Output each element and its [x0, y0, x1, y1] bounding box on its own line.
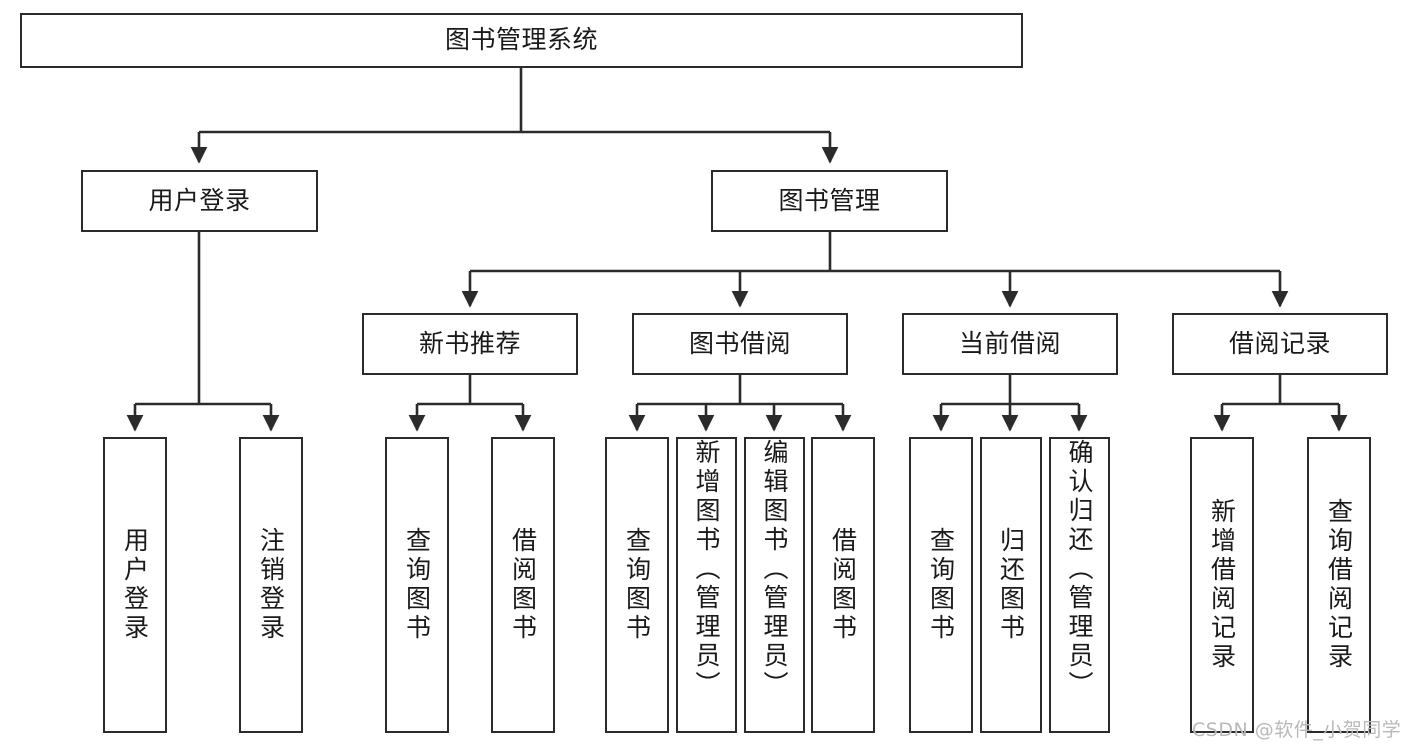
leaf-edit-book-admin[interactable]: 编辑图书（管理员） [744, 437, 805, 733]
watermark-csdn: CSDN @软件_小贺同学 [1192, 719, 1402, 741]
leaf-borrow-book-rec[interactable]: 借阅图书 [491, 437, 555, 733]
node-label: 当前借阅 [958, 328, 1061, 358]
leaf-query-book-current[interactable]: 查询图书 [909, 437, 973, 733]
node-label: 用户登录 [120, 527, 150, 643]
node-label: 归还图书 [996, 527, 1026, 643]
node-book-borrowing[interactable]: 图书借阅 [632, 313, 848, 375]
leaf-add-book-admin[interactable]: 新增图书（管理员） [676, 437, 737, 733]
node-new-book-recommendation[interactable]: 新书推荐 [362, 313, 578, 375]
node-label: 图书借阅 [688, 328, 791, 358]
node-borrowing-records[interactable]: 借阅记录 [1172, 313, 1388, 375]
leaf-user-logout[interactable]: 注销登录 [239, 437, 303, 733]
leaf-query-book-borrow[interactable]: 查询图书 [605, 437, 669, 733]
node-label: 新书推荐 [418, 328, 521, 358]
node-label: 用户登录 [148, 185, 251, 215]
leaf-user-login[interactable]: 用户登录 [103, 437, 167, 733]
node-book-management[interactable]: 图书管理 [711, 170, 948, 232]
node-user-login[interactable]: 用户登录 [81, 170, 318, 232]
leaf-confirm-return-admin[interactable]: 确认归还（管理员） [1049, 437, 1110, 733]
node-root-book-management-system[interactable]: 图书管理系统 [20, 13, 1023, 68]
node-label: 借阅图书 [508, 527, 538, 643]
node-label: 借阅记录 [1228, 328, 1331, 358]
node-label: 查询借阅记录 [1324, 498, 1354, 672]
node-label: 借阅图书 [828, 527, 858, 643]
leaf-query-borrow-record[interactable]: 查询借阅记录 [1307, 437, 1371, 733]
node-label: 新增借阅记录 [1207, 498, 1237, 672]
node-label: 编辑图书（管理员） [760, 439, 789, 700]
node-label: 确认归还（管理员） [1065, 439, 1094, 700]
node-label: 查询图书 [622, 527, 652, 643]
node-label: 图书管理 [778, 185, 881, 215]
node-label: 图书管理系统 [444, 25, 598, 55]
node-label: 新增图书（管理员） [692, 439, 721, 700]
node-label: 查询图书 [926, 527, 956, 643]
leaf-add-borrow-record[interactable]: 新增借阅记录 [1190, 437, 1254, 733]
leaf-return-book[interactable]: 归还图书 [980, 437, 1042, 733]
node-current-borrowing[interactable]: 当前借阅 [902, 313, 1118, 375]
node-label: 查询图书 [402, 527, 432, 643]
leaf-query-book-rec[interactable]: 查询图书 [385, 437, 449, 733]
leaf-borrow-book-borrow[interactable]: 借阅图书 [811, 437, 875, 733]
node-label: 注销登录 [256, 527, 286, 643]
